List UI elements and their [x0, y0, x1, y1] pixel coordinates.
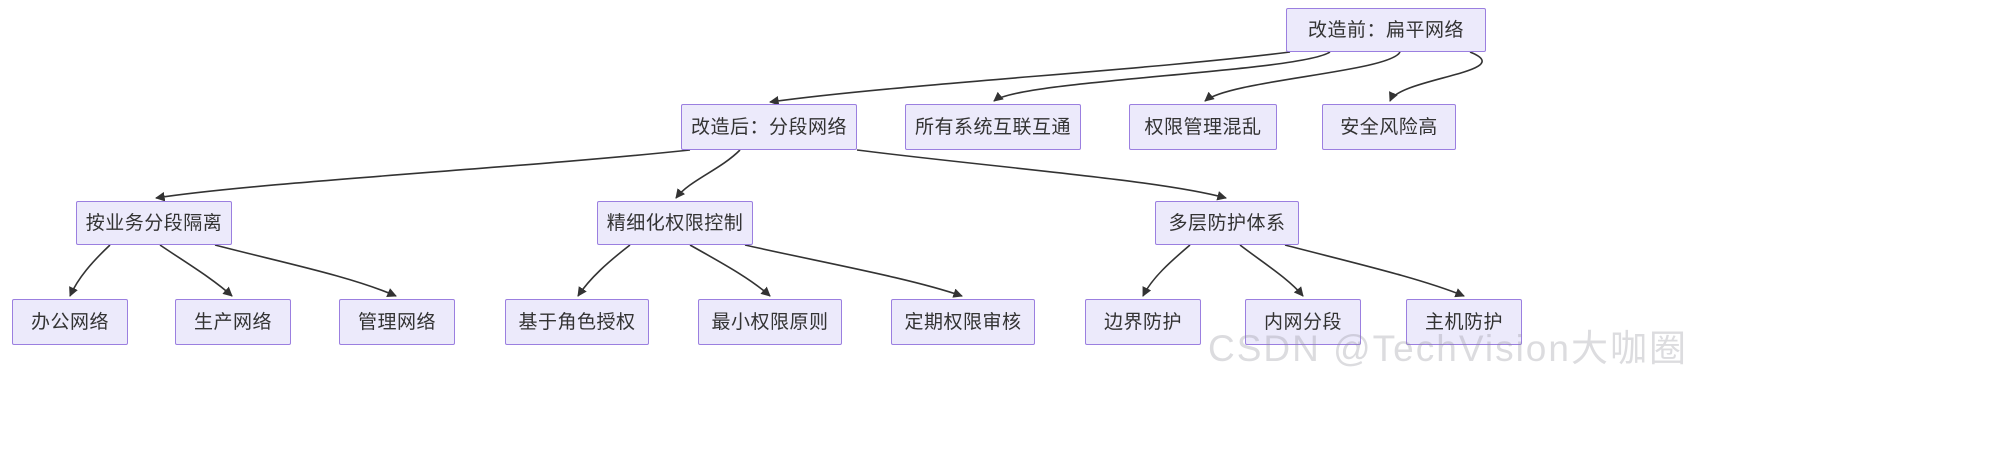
node-label-admin: 管理网络: [357, 311, 436, 333]
node-fine[interactable]: 精细化权限控制: [597, 201, 753, 245]
edge-fine-to-rbac: [577, 244, 631, 297]
edge-root-to-after: [769, 51, 1291, 106]
node-root[interactable]: 改造前：扁平网络: [1286, 8, 1486, 52]
node-label-root: 改造前：扁平网络: [1307, 19, 1464, 41]
edge-root-to-risk: [1389, 51, 1483, 102]
node-label-segment: 按业务分段隔离: [85, 212, 223, 234]
node-label-host: 主机防护: [1424, 311, 1503, 333]
node-layers[interactable]: 多层防护体系: [1155, 201, 1299, 245]
node-label-border: 边界防护: [1103, 311, 1182, 333]
node-label-audit: 定期权限审核: [904, 311, 1022, 333]
edge-root-to-interop: [993, 51, 1331, 102]
node-risk[interactable]: 安全风险高: [1322, 104, 1456, 150]
node-admin[interactable]: 管理网络: [339, 299, 455, 345]
node-intranet[interactable]: 内网分段: [1245, 299, 1361, 345]
edge-fine-to-least: [689, 244, 771, 297]
node-rbac[interactable]: 基于角色授权: [505, 299, 649, 345]
edge-layers-to-border: [1142, 244, 1191, 297]
node-label-office: 办公网络: [30, 311, 109, 333]
node-interop[interactable]: 所有系统互联互通: [905, 104, 1081, 150]
node-label-rbac: 基于角色授权: [518, 311, 636, 333]
edge-layers-to-host: [1284, 244, 1465, 298]
node-label-risk: 安全风险高: [1340, 116, 1438, 138]
edge-root-to-perm: [1204, 51, 1401, 102]
node-label-prod: 生产网络: [193, 311, 272, 333]
edges-group: [69, 51, 1483, 298]
node-perm[interactable]: 权限管理混乱: [1129, 104, 1277, 150]
node-label-intranet: 内网分段: [1263, 311, 1342, 333]
node-label-least: 最小权限原则: [711, 311, 829, 333]
edge-after-to-layers: [856, 149, 1227, 201]
edge-after-to-segment: [155, 149, 691, 202]
node-host[interactable]: 主机防护: [1406, 299, 1522, 345]
edge-layers-to-intranet: [1239, 244, 1304, 297]
edge-after-to-fine: [675, 149, 741, 199]
node-audit[interactable]: 定期权限审核: [891, 299, 1035, 345]
node-border[interactable]: 边界防护: [1085, 299, 1201, 345]
node-least[interactable]: 最小权限原则: [698, 299, 842, 345]
node-segment[interactable]: 按业务分段隔离: [76, 201, 232, 245]
edge-fine-to-audit: [744, 244, 963, 298]
edge-segment-to-office: [69, 244, 111, 297]
node-label-after: 改造后：分段网络: [690, 116, 847, 138]
node-office[interactable]: 办公网络: [12, 299, 128, 345]
edge-segment-to-admin: [214, 244, 397, 297]
node-label-perm: 权限管理混乱: [1144, 116, 1262, 138]
node-label-interop: 所有系统互联互通: [914, 116, 1071, 138]
node-after[interactable]: 改造后：分段网络: [681, 104, 857, 150]
edge-segment-to-prod: [159, 244, 233, 297]
node-label-layers: 多层防护体系: [1168, 212, 1286, 234]
node-prod[interactable]: 生产网络: [175, 299, 291, 345]
node-label-fine: 精细化权限控制: [606, 212, 744, 234]
